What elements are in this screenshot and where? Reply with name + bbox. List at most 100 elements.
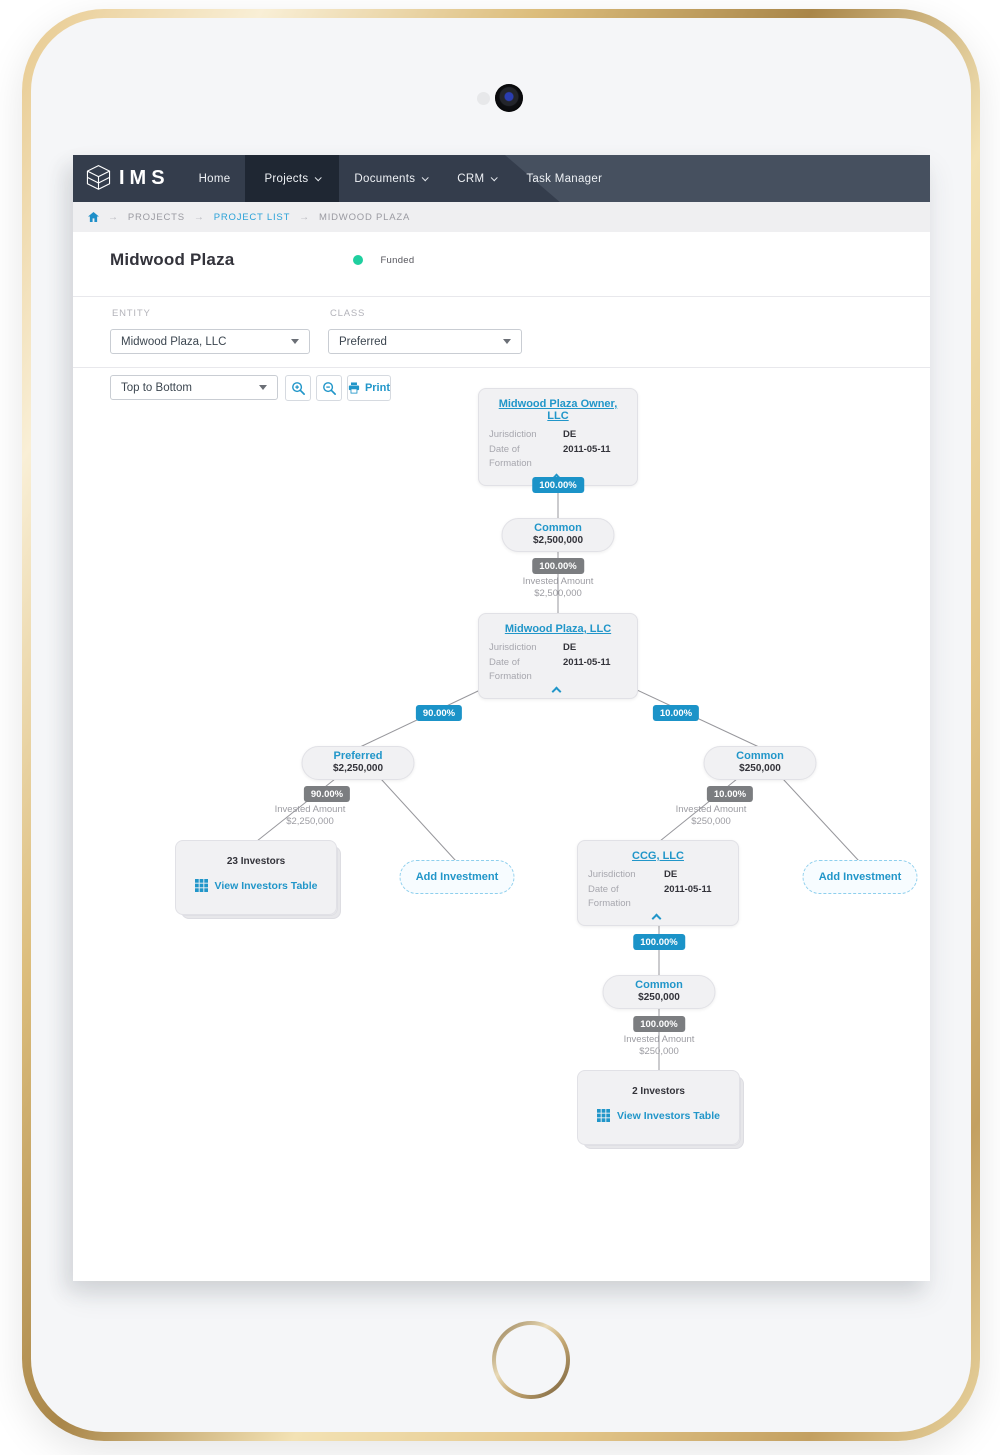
- class-node-preferred[interactable]: Preferred $2,250,000: [301, 746, 415, 780]
- nav-item-task-manager[interactable]: Task Manager: [511, 155, 617, 202]
- investors-card-left: 23 Investors View Investors Table: [175, 840, 337, 915]
- class-node-common-right[interactable]: Common $250,000: [703, 746, 817, 780]
- filter-section: ENTITY Midwood Plaza, LLC CLASS Preferre…: [73, 296, 930, 368]
- breadcrumb-current: MIDWOOD PLAZA: [318, 211, 411, 223]
- class-name: Preferred: [333, 750, 383, 762]
- breadcrumb-projects[interactable]: PROJECTS: [127, 211, 185, 223]
- nav-item-home[interactable]: Home: [184, 155, 246, 202]
- entity-row: Jurisdiction DE: [489, 641, 627, 656]
- app-screen: IMS Home Projects Documents CRM: [73, 155, 930, 1281]
- entity-select-value: Midwood Plaza, LLC: [121, 335, 227, 348]
- invested-amount-block: Invested Amount $2,500,000: [523, 576, 594, 601]
- entity-row: Date of Formation 2011-05-11: [489, 656, 627, 685]
- class-node-common-ccg[interactable]: Common $250,000: [602, 975, 716, 1009]
- breadcrumb: → PROJECTS → PROJECT LIST → MIDWOOD PLAZ…: [73, 202, 930, 232]
- home-icon[interactable]: [88, 212, 99, 222]
- ims-logo[interactable]: IMS: [73, 155, 184, 202]
- invested-amount-block: Invested Amount $250,000: [624, 1034, 695, 1059]
- class-label: CLASS: [330, 308, 366, 319]
- invested-pct-badge: 100.00%: [633, 1016, 685, 1032]
- entity-link-ccg[interactable]: CCG, LLC: [632, 850, 684, 862]
- status-badge: Funded: [380, 254, 415, 266]
- entity-row: Date of Formation 2011-05-11: [588, 883, 728, 912]
- class-amount: $2,250,000: [332, 763, 384, 775]
- collapse-chevron-icon[interactable]: [551, 686, 562, 697]
- class-name: Common: [736, 750, 784, 762]
- nav-menu: Home Projects Documents CRM Task Manager: [184, 155, 618, 202]
- class-node-common-top[interactable]: Common $2,500,000: [501, 518, 615, 552]
- zoom-out-button[interactable]: [316, 375, 342, 401]
- class-amount: $250,000: [739, 763, 781, 775]
- nav-item-documents[interactable]: Documents: [339, 155, 442, 202]
- view-investors-table-label: View Investors Table: [214, 879, 318, 892]
- invested-pct-badge: 10.00%: [706, 786, 754, 802]
- home-button[interactable]: [492, 1321, 570, 1399]
- class-select-value: Preferred: [339, 335, 387, 348]
- add-investment-button-left[interactable]: Add Investment: [399, 860, 515, 894]
- entity-card-ccg: CCG, LLC Jurisdiction DE Date of Formati…: [577, 840, 739, 927]
- entity-label: ENTITY: [112, 308, 151, 319]
- class-name: Common: [534, 522, 582, 534]
- diagram-edges: [256, 452, 860, 1071]
- page-title: Midwood Plaza: [110, 250, 235, 269]
- ownership-badge: 100.00%: [633, 934, 685, 950]
- invested-amount-block: Invested Amount $250,000: [676, 804, 747, 829]
- entity-link-midwood[interactable]: Midwood Plaza, LLC: [504, 623, 612, 635]
- brand-name: IMS: [119, 167, 170, 189]
- ownership-badge: 90.00%: [415, 705, 463, 721]
- invested-amount-label: Invested Amount: [274, 804, 346, 815]
- add-investment-label: Add Investment: [818, 871, 902, 883]
- investors-card-right: 2 Investors View Investors Table: [577, 1070, 740, 1145]
- front-camera: [495, 84, 523, 112]
- table-grid-icon: [597, 1109, 611, 1122]
- nav-label: CRM: [457, 172, 485, 185]
- add-investment-button-right[interactable]: Add Investment: [802, 860, 918, 894]
- formation-label: Date of Formation: [489, 443, 532, 470]
- class-select[interactable]: Preferred: [328, 329, 522, 354]
- nav-label: Projects: [264, 172, 309, 185]
- print-label: Print: [364, 382, 390, 394]
- collapse-chevron-icon[interactable]: [651, 913, 662, 924]
- nav-label: Task Manager: [526, 172, 603, 185]
- invested-pct-badge: 100.00%: [532, 558, 584, 574]
- formation-label: Date of Formation: [588, 883, 631, 910]
- entity-row: Jurisdiction DE: [489, 428, 627, 443]
- formation-label: Date of Formation: [489, 656, 532, 683]
- invested-amount-label: Invested Amount: [623, 1034, 695, 1045]
- invested-amount-value: $250,000: [639, 1046, 679, 1058]
- chevron-down-icon: [491, 174, 499, 182]
- jurisdiction-value: DE: [563, 642, 577, 653]
- formation-value: 2011-05-11: [563, 443, 611, 455]
- breadcrumb-separator: →: [299, 211, 310, 223]
- invested-amount-value: $250,000: [691, 816, 731, 828]
- jurisdiction-value: DE: [664, 869, 678, 880]
- printer-icon: [348, 382, 360, 394]
- orientation-select[interactable]: Top to Bottom: [110, 375, 278, 400]
- caret-down-icon: [259, 385, 267, 390]
- table-grid-icon: [194, 879, 208, 892]
- nav-item-projects[interactable]: Projects: [245, 155, 340, 202]
- view-investors-table-button[interactable]: View Investors Table: [578, 1109, 739, 1122]
- zoom-out-icon: [322, 381, 336, 395]
- jurisdiction-value: DE: [563, 429, 577, 440]
- zoom-in-button[interactable]: [285, 375, 311, 401]
- view-investors-table-button[interactable]: View Investors Table: [176, 879, 336, 892]
- invested-amount-label: Invested Amount: [675, 804, 747, 815]
- top-navbar: IMS Home Projects Documents CRM: [73, 155, 930, 202]
- entity-link-owner[interactable]: Midwood Plaza Owner, LLC: [498, 398, 618, 422]
- chevron-down-icon: [421, 174, 430, 182]
- nav-item-crm[interactable]: CRM: [442, 155, 511, 202]
- nav-label: Home: [198, 172, 231, 185]
- status-dot-icon: [353, 255, 364, 265]
- investor-count: 23 Investors: [226, 856, 286, 867]
- ims-cube-icon: [86, 164, 111, 190]
- breadcrumb-separator: →: [193, 211, 205, 223]
- entity-row: Jurisdiction DE: [588, 868, 728, 883]
- page-title-row: Midwood Plaza Funded: [110, 250, 414, 270]
- entity-row: Date of Formation 2011-05-11: [489, 443, 627, 472]
- breadcrumb-project-list[interactable]: PROJECT LIST: [213, 211, 291, 223]
- entity-select[interactable]: Midwood Plaza, LLC: [110, 329, 310, 354]
- print-button[interactable]: Print: [347, 375, 391, 401]
- invested-pct-badge: 90.00%: [303, 786, 351, 802]
